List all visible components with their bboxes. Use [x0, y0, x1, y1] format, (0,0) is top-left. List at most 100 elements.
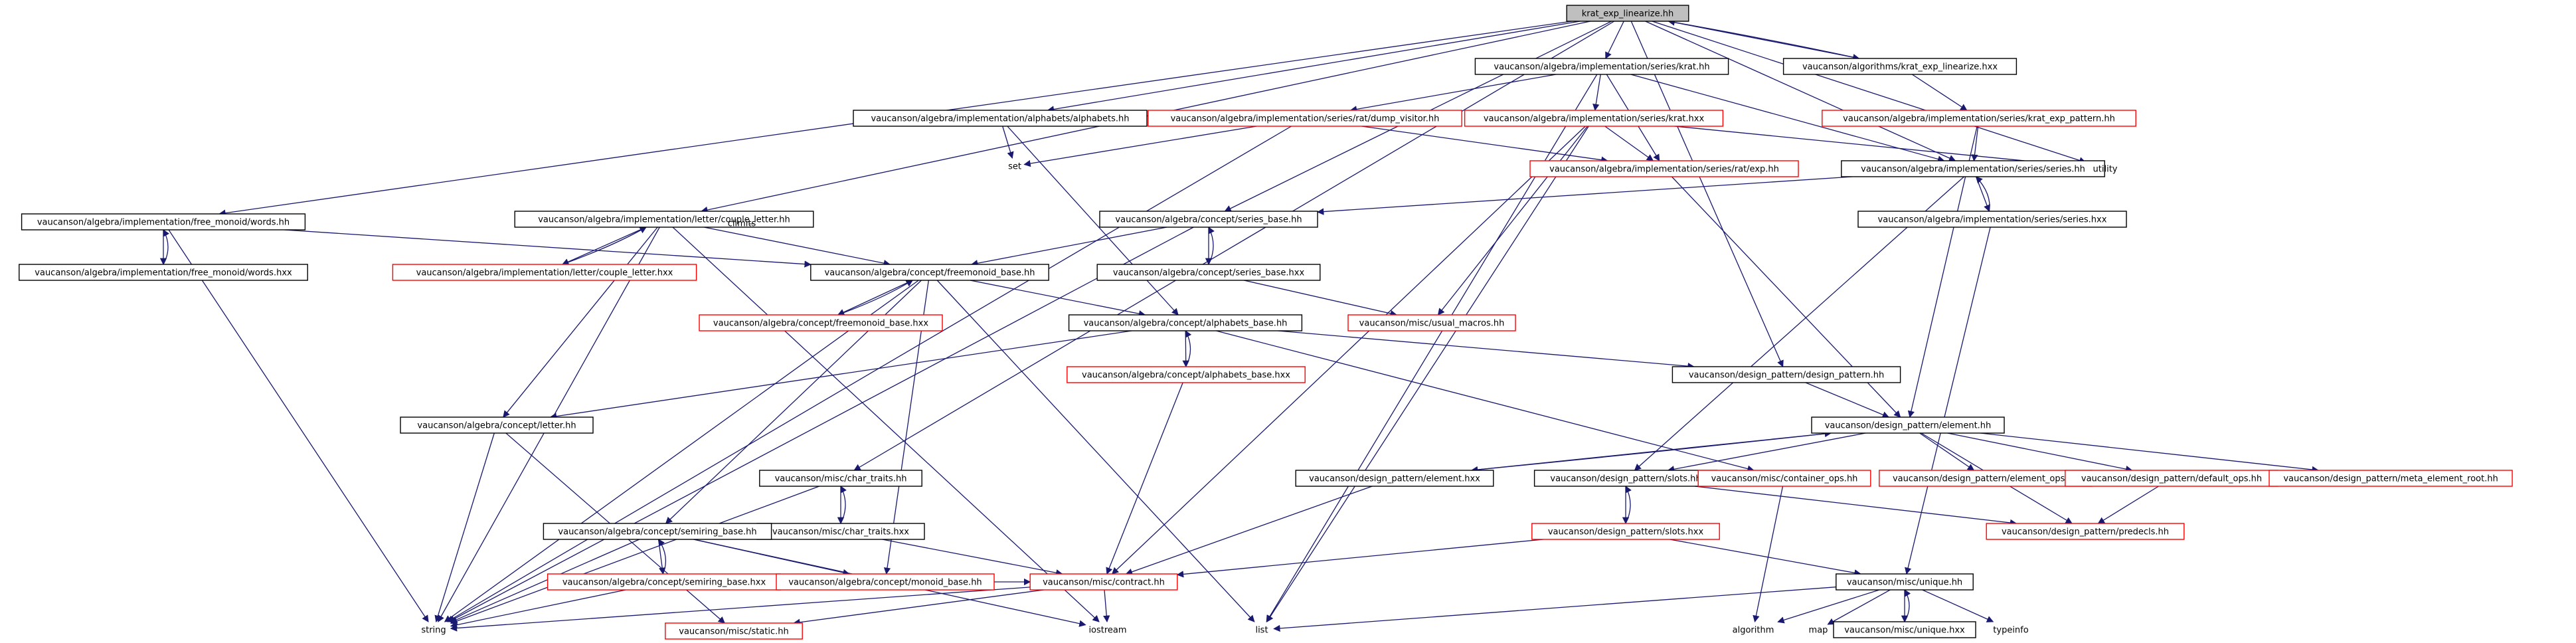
- node-label: vaucanson/misc/usual_macros.hh: [1359, 319, 1505, 329]
- graph-node-vaucanson-misc-unique-hxx[interactable]: vaucanson/misc/unique.hxx: [1833, 621, 1976, 638]
- graph-node-vaucanson-algebra-implementation-free-monoid-words-hh[interactable]: vaucanson/algebra/implementation/free_mo…: [21, 213, 306, 230]
- node-box[interactable]: [19, 264, 308, 281]
- node-box[interactable]: [1822, 110, 2136, 127]
- graph-node-vaucanson-algebra-implementation-series-rat-dump-visitor-hh[interactable]: vaucanson/algebra/implementation/series/…: [1148, 110, 1462, 127]
- node-box[interactable]: [1067, 366, 1306, 383]
- node-box[interactable]: [1533, 470, 1718, 487]
- node-box[interactable]: [514, 211, 814, 228]
- node-box[interactable]: [1099, 211, 1318, 228]
- node-box[interactable]: [1474, 58, 1729, 75]
- node-label: vaucanson/algebra/concept/series_base.hh: [1115, 215, 1302, 225]
- graph-node-vaucanson-algebra-implementation-free-monoid-words-hxx[interactable]: vaucanson/algebra/implementation/free_mo…: [19, 264, 308, 281]
- node-label: list: [1255, 626, 1268, 636]
- graph-node-vaucanson-algebra-implementation-series-krat-hxx[interactable]: vaucanson/algebra/implementation/series/…: [1464, 110, 1724, 127]
- graph-node-vaucanson-misc-usual-macros-hh[interactable]: vaucanson/misc/usual_macros.hh: [1347, 314, 1516, 331]
- graph-node-vaucanson-design-pattern-element-hh[interactable]: vaucanson/design_pattern/element.hh: [1811, 416, 2005, 434]
- graph-node-vaucanson-algorithms-krat-exp-linearize-hxx[interactable]: vaucanson/algorithms/krat_exp_linearize.…: [1782, 58, 2018, 75]
- graph-node-vaucanson-design-pattern-slots-hxx[interactable]: vaucanson/design_pattern/slots.hxx: [1531, 523, 1720, 540]
- node-box[interactable]: [1529, 160, 1799, 177]
- node-box[interactable]: [1295, 470, 1494, 487]
- node-box[interactable]: [543, 523, 772, 540]
- node-box[interactable]: [1811, 416, 2005, 434]
- graph-node-vaucanson-misc-char-traits-hh[interactable]: vaucanson/misc/char_traits.hh: [759, 470, 922, 487]
- node-box[interactable]: [547, 573, 782, 591]
- node-box[interactable]: [1096, 264, 1321, 281]
- graph-node-vaucanson-misc-contract-hh[interactable]: vaucanson/misc/contract.hh: [1029, 573, 1178, 591]
- edge-krathxx-to-contract: [1111, 126, 1586, 575]
- node-box[interactable]: [1464, 110, 1724, 127]
- node-box[interactable]: [1531, 523, 1720, 540]
- node-box[interactable]: [1986, 523, 2185, 540]
- graph-node-vaucanson-algebra-concept-series-base-hxx[interactable]: vaucanson/algebra/concept/series_base.hx…: [1096, 264, 1321, 281]
- graph-node-vaucanson-algebra-concept-semiring-base-hh[interactable]: vaucanson/algebra/concept/semiring_base.…: [543, 523, 772, 540]
- node-box[interactable]: [1833, 621, 1976, 638]
- node-box[interactable]: [1566, 5, 1689, 22]
- graph-node-vaucanson-misc-container-ops-hh[interactable]: vaucanson/misc/container_ops.hh: [1697, 470, 1871, 487]
- edge-chartraitshxx-to-chartraits: [840, 486, 847, 524]
- node-box[interactable]: [756, 523, 925, 540]
- node-label: vaucanson/algebra/implementation/free_mo…: [35, 268, 292, 278]
- graph-node-vaucanson-design-pattern-meta-element-root-hh[interactable]: vaucanson/design_pattern/meta_element_ro…: [2269, 470, 2513, 487]
- node-box[interactable]: [1782, 58, 2018, 75]
- graph-node-algorithm: algorithm: [1733, 626, 1774, 636]
- graph-node-vaucanson-misc-char-traits-hxx[interactable]: vaucanson/misc/char_traits.hxx: [756, 523, 925, 540]
- node-box[interactable]: [2269, 470, 2513, 487]
- graph-node-vaucanson-algebra-implementation-letter-couple-letter-hh[interactable]: vaucanson/algebra/implementation/letter/…: [514, 211, 814, 228]
- graph-node-vaucanson-misc-static-hh[interactable]: vaucanson/misc/static.hh: [665, 622, 803, 640]
- node-label: vaucanson/algebra/concept/alphabets_base…: [1082, 371, 1290, 381]
- graph-node-vaucanson-design-pattern-default-ops-hh[interactable]: vaucanson/design_pattern/default_ops.hh: [2065, 470, 2278, 487]
- edge-semiringbasehxx-to-semiringbase: [658, 539, 667, 575]
- node-label: vaucanson/algebra/implementation/letter/…: [538, 215, 790, 225]
- node-box[interactable]: [400, 416, 594, 434]
- node-box[interactable]: [1347, 314, 1516, 331]
- graph-node-vaucanson-algebra-implementation-series-rat-exp-hh[interactable]: vaucanson/algebra/implementation/series/…: [1529, 160, 1799, 177]
- graph-node-vaucanson-algebra-concept-freemonoid-base-hxx[interactable]: vaucanson/algebra/concept/freemonoid_bas…: [699, 314, 943, 331]
- node-box[interactable]: [665, 622, 803, 640]
- edge-serieshxx-to-uniquehh: [1905, 227, 1991, 575]
- node-box[interactable]: [1841, 160, 2105, 177]
- node-box[interactable]: [810, 264, 1049, 281]
- graph-node-vaucanson-algebra-concept-series-base-hh[interactable]: vaucanson/algebra/concept/series_base.hh: [1099, 211, 1318, 228]
- node-box[interactable]: [1672, 366, 1901, 383]
- node-box[interactable]: [699, 314, 943, 331]
- node-label: vaucanson/design_pattern/element_ops.hh: [1893, 474, 2079, 484]
- node-box[interactable]: [392, 264, 697, 281]
- graph-node-vaucanson-algebra-concept-semiring-base-hxx[interactable]: vaucanson/algebra/concept/semiring_base.…: [547, 573, 782, 591]
- graph-node-vaucanson-design-pattern-element-hxx[interactable]: vaucanson/design_pattern/element.hxx: [1295, 470, 1494, 487]
- node-box[interactable]: [1068, 314, 1303, 331]
- graph-node-vaucanson-algebra-implementation-letter-couple-letter-hxx[interactable]: vaucanson/algebra/implementation/letter/…: [392, 264, 697, 281]
- node-box[interactable]: [759, 470, 922, 487]
- edge-freemonoidbase-to-string: [444, 280, 919, 622]
- edge-krathxx-to-list: [1266, 126, 1589, 622]
- node-box[interactable]: [1836, 573, 1974, 591]
- graph-node-vaucanson-algebra-concept-alphabets-base-hxx[interactable]: vaucanson/algebra/concept/alphabets_base…: [1067, 366, 1306, 383]
- graph-node-krat-exp-linearize-hh[interactable]: krat_exp_linearize.hh: [1566, 5, 1689, 22]
- node-box[interactable]: [1697, 470, 1871, 487]
- graph-node-set: set: [1008, 162, 1021, 172]
- graph-node-vaucanson-algebra-concept-freemonoid-base-hh[interactable]: vaucanson/algebra/concept/freemonoid_bas…: [810, 264, 1049, 281]
- graph-node-vaucanson-algebra-implementation-series-series-hh[interactable]: vaucanson/algebra/implementation/series/…: [1841, 160, 2105, 177]
- node-box[interactable]: [776, 573, 995, 591]
- edge-algokrat-to-root: [1668, 19, 1859, 59]
- node-box[interactable]: [21, 213, 306, 230]
- node-box[interactable]: [853, 110, 1148, 127]
- graph-node-vaucanson-misc-unique-hh[interactable]: vaucanson/misc/unique.hh: [1836, 573, 1974, 591]
- graph-node-vaucanson-design-pattern-element-ops-hh[interactable]: vaucanson/design_pattern/element_ops.hh: [1879, 470, 2093, 487]
- node-label: vaucanson/algebra/concept/alphabets_base…: [1084, 319, 1288, 329]
- node-label: vaucanson/design_pattern/meta_element_ro…: [2283, 474, 2498, 484]
- graph-node-vaucanson-algebra-concept-alphabets-base-hh[interactable]: vaucanson/algebra/concept/alphabets_base…: [1068, 314, 1303, 331]
- node-box[interactable]: [1857, 211, 2127, 228]
- node-box[interactable]: [2065, 470, 2278, 487]
- edge-alphabetsbase-to-alphabetsbasehxx: [1182, 330, 1189, 368]
- graph-node-vaucanson-design-pattern-slots-hh[interactable]: vaucanson/design_pattern/slots.hh: [1533, 470, 1718, 487]
- graph-node-vaucanson-algebra-implementation-series-krat-hh[interactable]: vaucanson/algebra/implementation/series/…: [1474, 58, 1729, 75]
- graph-node-vaucanson-design-pattern-design-pattern-hh[interactable]: vaucanson/design_pattern/design_pattern.…: [1672, 366, 1901, 383]
- graph-node-vaucanson-algebra-implementation-series-krat-exp-pattern-hh[interactable]: vaucanson/algebra/implementation/series/…: [1822, 110, 2136, 127]
- graph-node-vaucanson-design-pattern-predecls-hh[interactable]: vaucanson/design_pattern/predecls.hh: [1986, 523, 2185, 540]
- graph-node-vaucanson-algebra-concept-monoid-base-hh[interactable]: vaucanson/algebra/concept/monoid_base.hh: [776, 573, 995, 591]
- graph-node-vaucanson-algebra-implementation-series-series-hxx[interactable]: vaucanson/algebra/implementation/series/…: [1857, 211, 2127, 228]
- node-box[interactable]: [1029, 573, 1178, 591]
- graph-node-vaucanson-algebra-implementation-alphabets-alphabets-hh[interactable]: vaucanson/algebra/implementation/alphabe…: [853, 110, 1148, 127]
- graph-node-vaucanson-algebra-concept-letter-hh[interactable]: vaucanson/algebra/concept/letter.hh: [400, 416, 594, 434]
- node-box[interactable]: [1148, 110, 1462, 127]
